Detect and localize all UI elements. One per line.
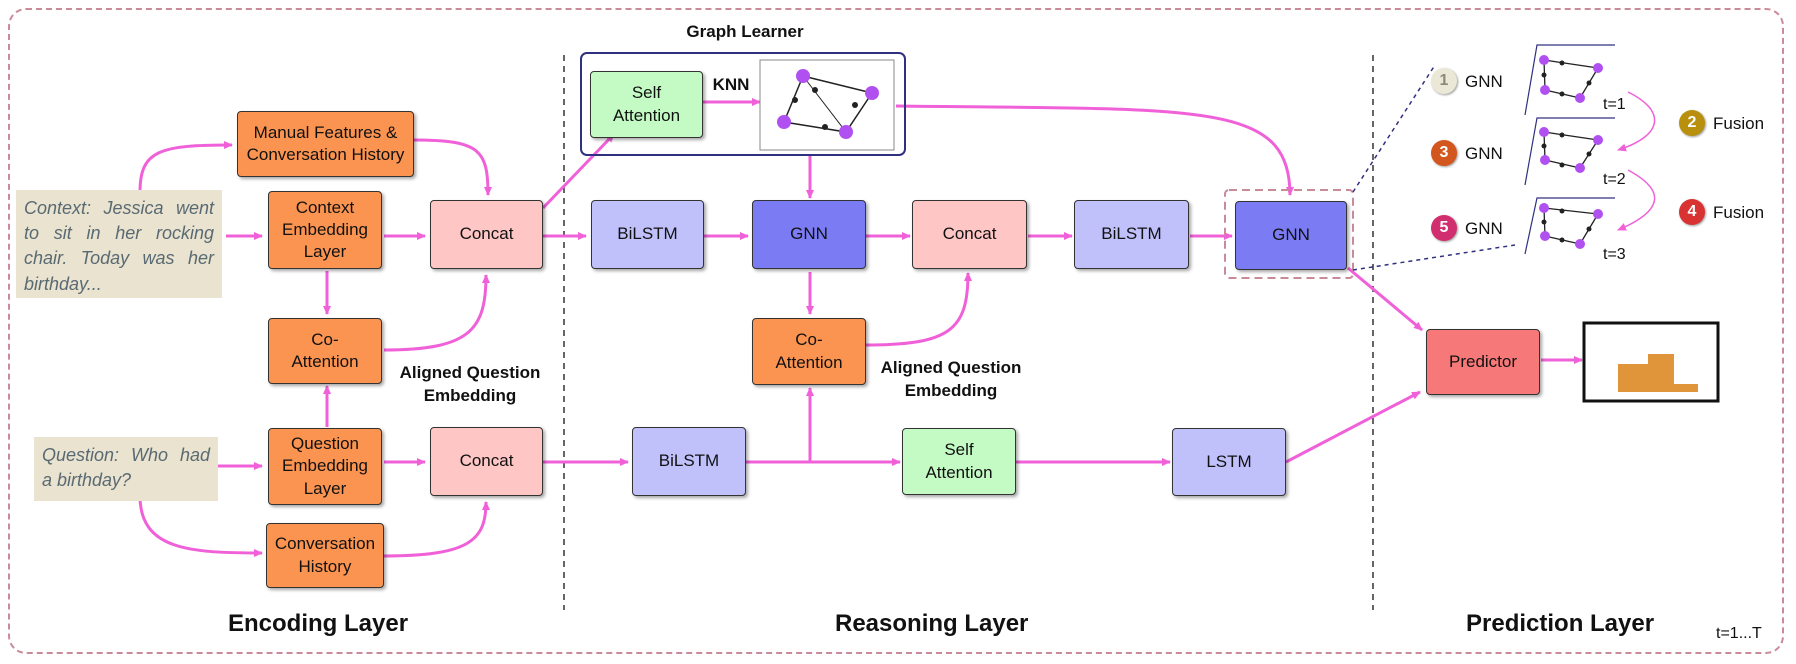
step-2-label: Fusion xyxy=(1713,114,1765,133)
hist-bar-2 xyxy=(1648,354,1674,392)
hist-bar-1 xyxy=(1618,364,1648,392)
arrow-context-to-manual xyxy=(138,141,233,193)
step-4-circle: 4 xyxy=(1679,199,1705,225)
arrow-coatt-to-concat3 xyxy=(865,272,972,347)
knn-graph-box xyxy=(759,59,895,151)
step-2-circle: 2 xyxy=(1679,110,1705,136)
bilstm-top-box: BiLSTM xyxy=(591,200,704,269)
zoom-line-bottom xyxy=(1352,244,1516,271)
zoom-line-top xyxy=(1352,64,1436,193)
manual-features-box: Manual Features & Conversation History xyxy=(237,111,414,177)
bilstm-right-box: BiLSTM xyxy=(1074,200,1189,269)
arrow-manual-to-concat xyxy=(413,138,492,196)
co-attention-encoding-box: Co- Attention xyxy=(268,318,382,384)
prediction-layer-title: Prediction Layer xyxy=(1466,610,1655,637)
arrow-question-to-history xyxy=(138,495,263,557)
conversation-history-box: Conversation History xyxy=(266,523,384,588)
co-attention-reasoning-box: Co- Attention xyxy=(752,318,866,385)
step-1-label: GNN xyxy=(1465,72,1503,91)
gnn-highlight-frame xyxy=(1224,189,1354,279)
predictor-box: Predictor xyxy=(1426,329,1540,395)
arrow-lstm-to-predictor xyxy=(1285,390,1421,464)
arrow-graph-to-gnn2 xyxy=(895,104,1294,196)
gnn-right-box: GNN xyxy=(1235,201,1347,270)
concat-mid-box: Concat xyxy=(912,200,1027,269)
context-note: Context: Jessica went to sit in her rock… xyxy=(16,190,222,298)
mini-graph-t3 xyxy=(1524,197,1615,255)
arrow-history-to-concat2 xyxy=(383,501,490,558)
graph-learner-frame xyxy=(580,52,906,156)
output-histogram xyxy=(1618,354,1698,392)
step-5-circle: 5 xyxy=(1431,215,1457,241)
step-4-label: Fusion xyxy=(1713,203,1765,222)
concat-bottom-box: Concat xyxy=(430,427,543,496)
fusion-arrow-2 xyxy=(1617,169,1656,231)
bilstm-bottom-box: BiLSTM xyxy=(632,427,746,496)
arrow-concat-to-selfatt xyxy=(541,132,616,210)
fusion-arrow-1 xyxy=(1617,91,1656,152)
question-embedding-box: Question Embedding Layer xyxy=(268,428,382,505)
knn-label: KNN xyxy=(712,75,750,94)
time-step-2: t=2 xyxy=(1603,171,1626,188)
reasoning-layer-title: Reasoning Layer xyxy=(835,610,1029,637)
aligned-question-label-reason: Aligned Question Embedding xyxy=(880,358,1022,400)
encoding-layer-title: Encoding Layer xyxy=(228,610,409,637)
mini-graph-t1 xyxy=(1524,44,1615,116)
graph-learner-label: Graph Learner xyxy=(686,22,804,41)
step-1-circle: 1 xyxy=(1431,68,1457,94)
arrow-gnn2-to-predictor xyxy=(1347,266,1423,332)
self-attention-graph-box: Self Attention xyxy=(590,71,703,138)
time-range-label: t=1...T xyxy=(1716,625,1762,642)
mini-graph-t2 xyxy=(1524,117,1615,186)
aligned-question-label-enc: Aligned Question Embedding xyxy=(399,363,541,405)
lstm-box: LSTM xyxy=(1172,428,1286,496)
step-3-circle: 3 xyxy=(1431,140,1457,166)
gnn-mid-box: GNN xyxy=(752,200,866,269)
outer-frame xyxy=(8,8,1784,654)
time-step-3: t=3 xyxy=(1603,246,1626,263)
concat-top-box: Concat xyxy=(430,200,543,269)
time-step-1: t=1 xyxy=(1603,96,1626,113)
step-5-label: GNN xyxy=(1465,219,1503,238)
arrow-coatt-to-concat xyxy=(383,274,490,352)
knn-graph xyxy=(777,69,879,139)
context-embedding-box: Context Embedding Layer xyxy=(268,191,382,269)
self-attention-bottom-box: Self Attention xyxy=(902,428,1016,495)
step-3-label: GNN xyxy=(1465,144,1503,163)
hist-bar-3 xyxy=(1674,384,1698,392)
question-note: Question: Who had a birthday? xyxy=(34,437,218,501)
